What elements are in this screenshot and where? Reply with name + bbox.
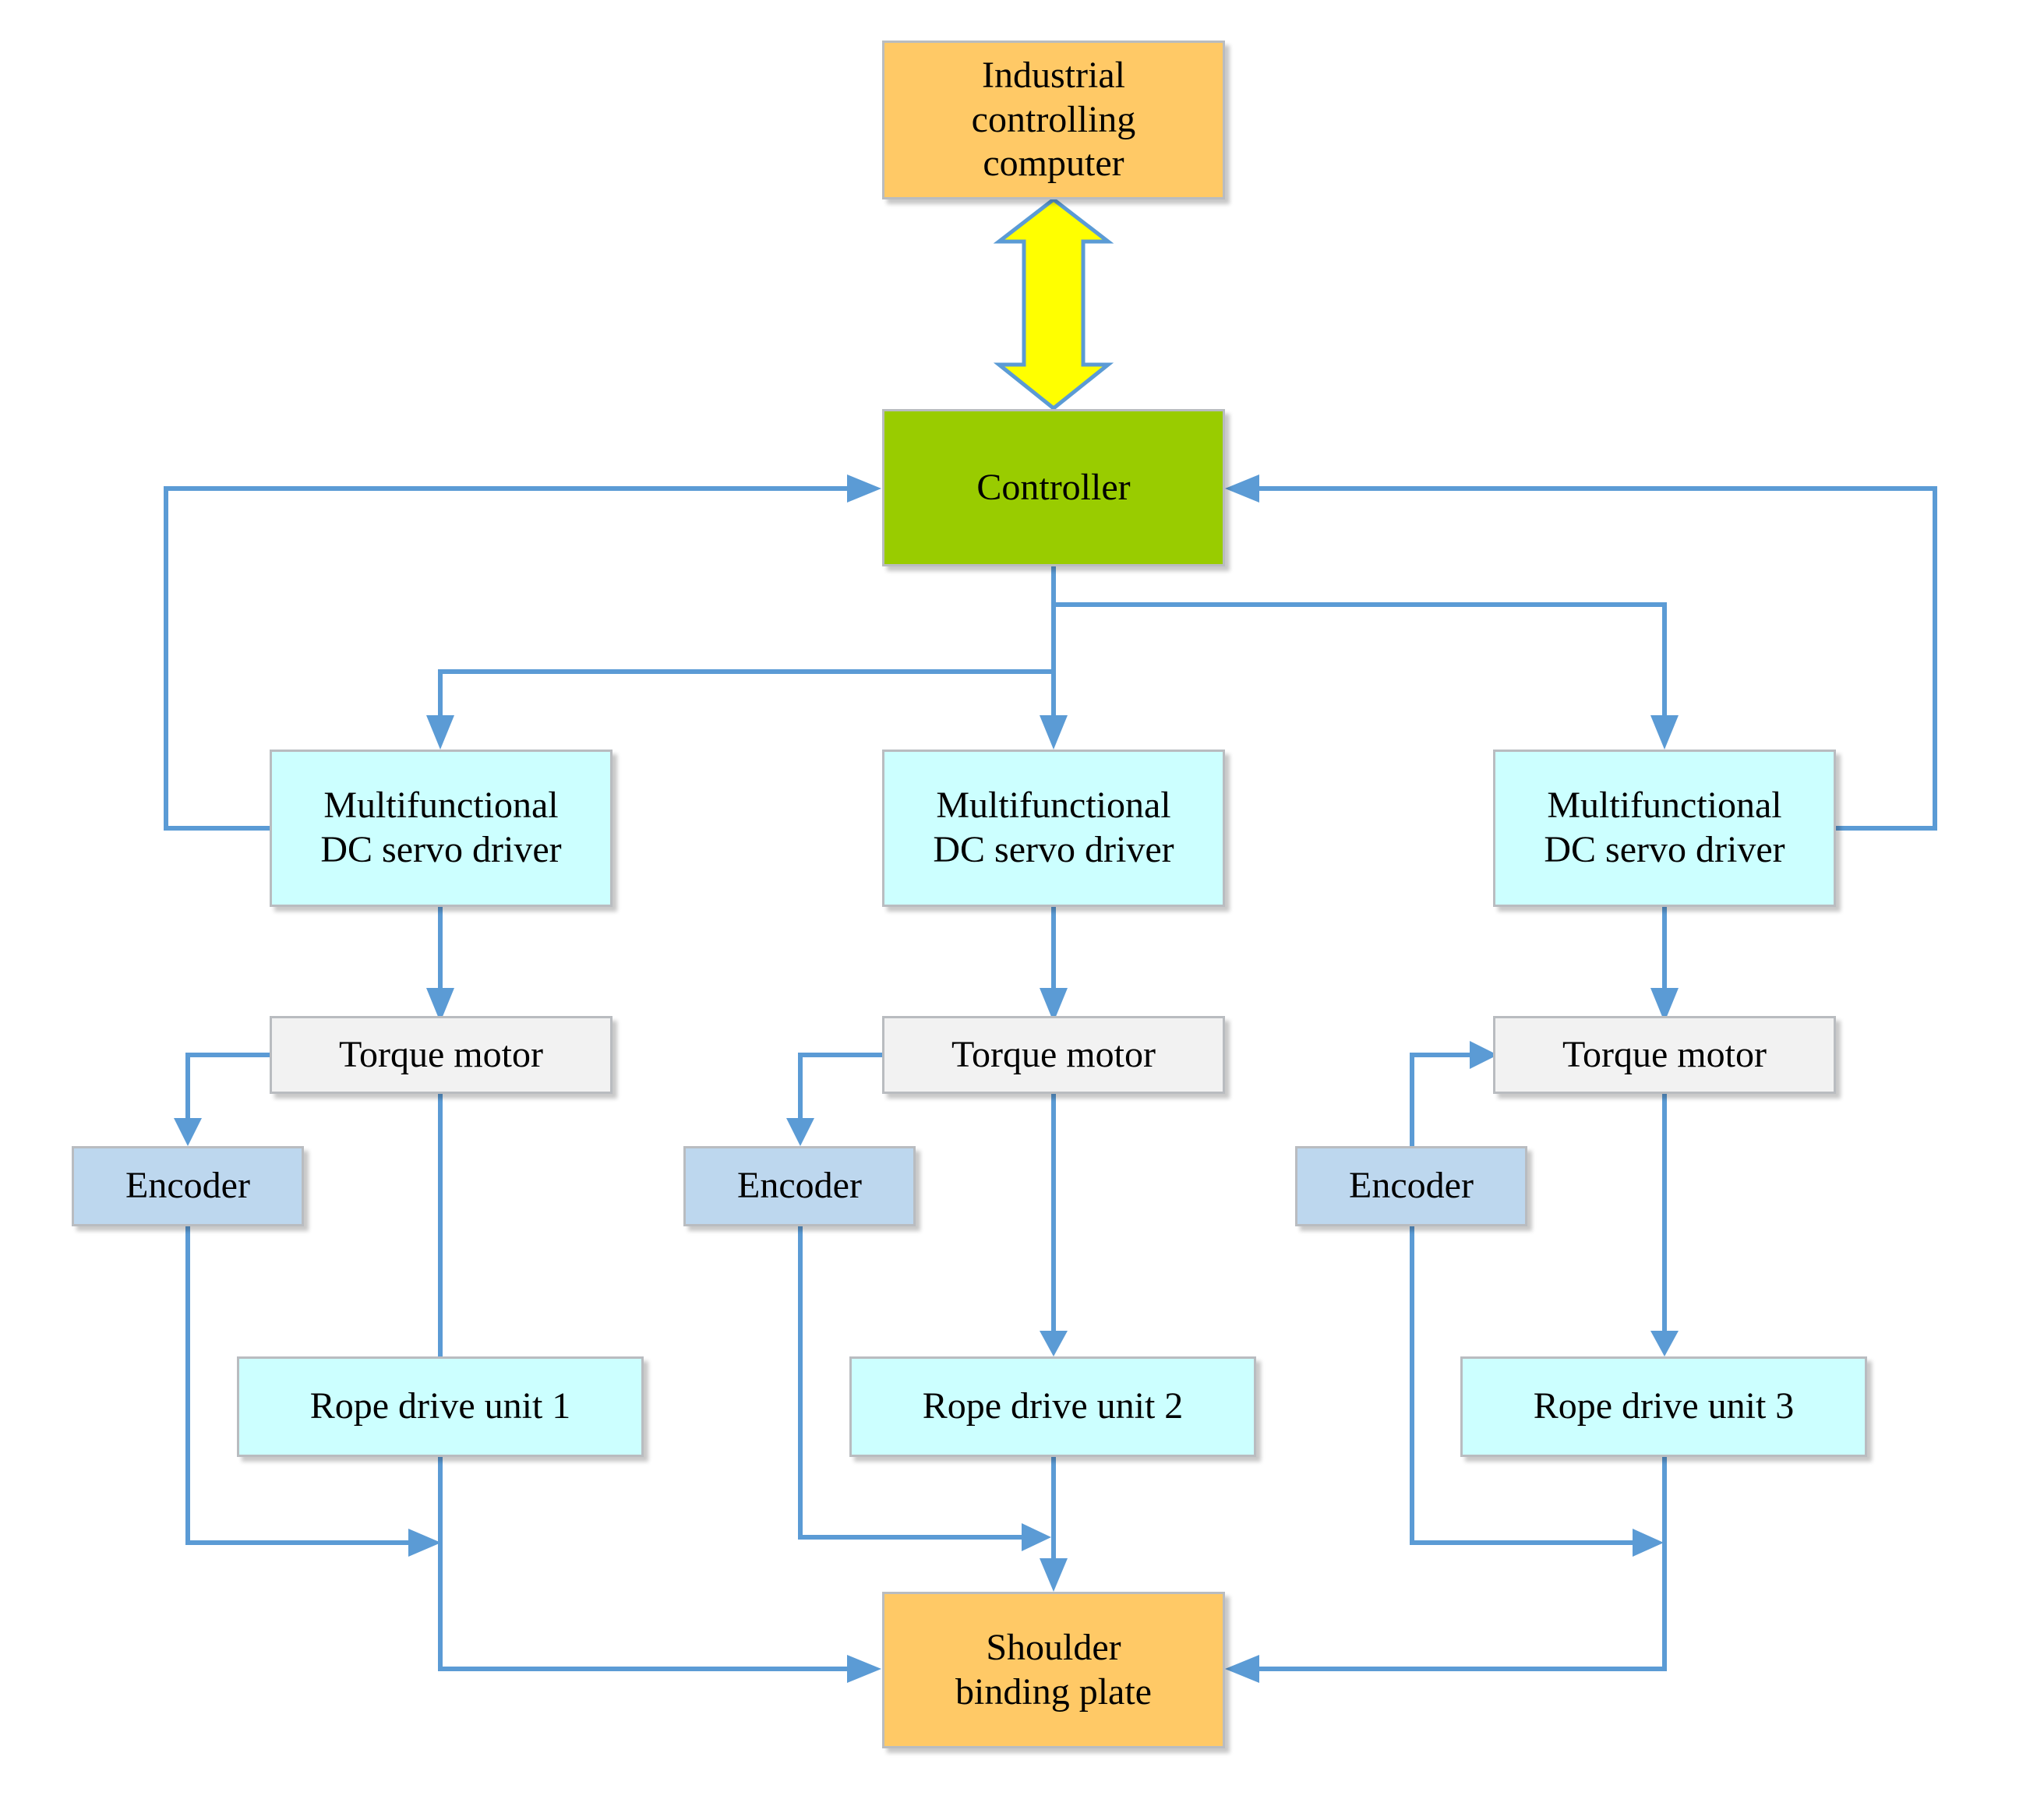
encoder-3-box: Encoder [1295, 1146, 1527, 1226]
connector-rope-unit-1-to-plate [438, 1457, 847, 1671]
rope-drive-unit-3-box: Rope drive unit 3 [1460, 1356, 1867, 1457]
connector-controller-to-driver-1 [438, 669, 1054, 715]
rope-drive-unit-2-box: Rope drive unit 2 [849, 1356, 1256, 1457]
torque-motor-1-label: Torque motor [339, 1033, 543, 1075]
arrowhead-into-controller-left [847, 474, 881, 503]
encoder-2-box: Encoder [683, 1146, 916, 1226]
encoder-2-label: Encoder [737, 1165, 862, 1207]
connector-driver-1-feedback [164, 486, 847, 831]
servo-driver-1-label: Multifunctional DC servo driver [320, 785, 562, 870]
industrial-computer-label: Industrial controlling computer [971, 55, 1136, 185]
arrowhead-encoder-2-line [1022, 1523, 1051, 1551]
arrowhead-into-controller-right [1225, 474, 1259, 503]
arrowhead-into-driver-3 [1650, 715, 1679, 750]
rope-drive-unit-1-label: Rope drive unit 1 [309, 1385, 571, 1427]
rope-drive-unit-3-label: Rope drive unit 3 [1533, 1385, 1795, 1427]
arrowhead-encoder-3-line [1633, 1529, 1664, 1557]
connector-controller-to-driver-3 [1054, 602, 1667, 715]
connector-encoder-1-feedback [185, 1226, 408, 1545]
torque-motor-3-box: Torque motor [1493, 1016, 1836, 1094]
servo-driver-3-box: Multifunctional DC servo driver [1493, 750, 1836, 907]
connector-motor-1-to-encoder-1 [185, 1053, 270, 1118]
arrowhead-into-motor-3 [1650, 988, 1679, 1022]
connector-encoder-3-feedback [1410, 1226, 1633, 1545]
arrowhead-into-encoder-2 [786, 1118, 814, 1146]
arrowhead-encoder-1-line [408, 1529, 441, 1557]
encoder-3-label: Encoder [1349, 1165, 1474, 1207]
connector-driver-3-feedback [1259, 486, 1937, 831]
arrowhead-into-motor-1 [426, 988, 454, 1022]
shoulder-binding-plate-label: Shoulder binding plate [955, 1626, 1152, 1713]
servo-driver-2-box: Multifunctional DC servo driver [882, 750, 1225, 907]
arrowhead-into-plate-left [847, 1655, 881, 1683]
arrowhead-into-plate-top [1040, 1558, 1068, 1592]
bus-double-arrow-icon [993, 196, 1114, 411]
torque-motor-2-label: Torque motor [951, 1033, 1156, 1075]
rope-drive-unit-1-box: Rope drive unit 1 [237, 1356, 644, 1457]
controller-box: Controller [882, 409, 1225, 566]
servo-driver-3-label: Multifunctional DC servo driver [1544, 785, 1785, 870]
controller-label: Controller [976, 466, 1131, 508]
industrial-computer-box: Industrial controlling computer [882, 41, 1225, 199]
servo-driver-2-label: Multifunctional DC servo driver [933, 785, 1174, 870]
arrowhead-into-plate-right [1225, 1655, 1259, 1683]
connector-rope-unit-3-to-plate [1259, 1457, 1667, 1671]
encoder-1-label: Encoder [125, 1165, 250, 1207]
arrowhead-into-driver-1 [426, 715, 454, 750]
torque-motor-1-box: Torque motor [270, 1016, 612, 1094]
arrowhead-into-rope-unit-3 [1650, 1331, 1679, 1356]
rope-drive-unit-2-label: Rope drive unit 2 [922, 1385, 1184, 1427]
arrowhead-encoder-3-into-motor-3 [1470, 1041, 1498, 1069]
servo-driver-1-box: Multifunctional DC servo driver [270, 750, 612, 907]
torque-motor-2-box: Torque motor [882, 1016, 1225, 1094]
arrowhead-into-encoder-1 [174, 1118, 202, 1146]
torque-motor-3-label: Torque motor [1562, 1033, 1767, 1075]
connector-encoder-2-feedback [798, 1226, 1022, 1540]
arrowhead-into-rope-unit-2 [1040, 1331, 1068, 1356]
arrowhead-into-motor-2 [1040, 988, 1068, 1022]
arrowhead-into-driver-2 [1040, 715, 1068, 750]
shoulder-binding-plate-box: Shoulder binding plate [882, 1592, 1225, 1748]
connector-encoder-3-to-motor-3 [1410, 1053, 1470, 1146]
connector-motor-2-to-encoder-2 [798, 1053, 882, 1118]
encoder-1-box: Encoder [72, 1146, 304, 1226]
